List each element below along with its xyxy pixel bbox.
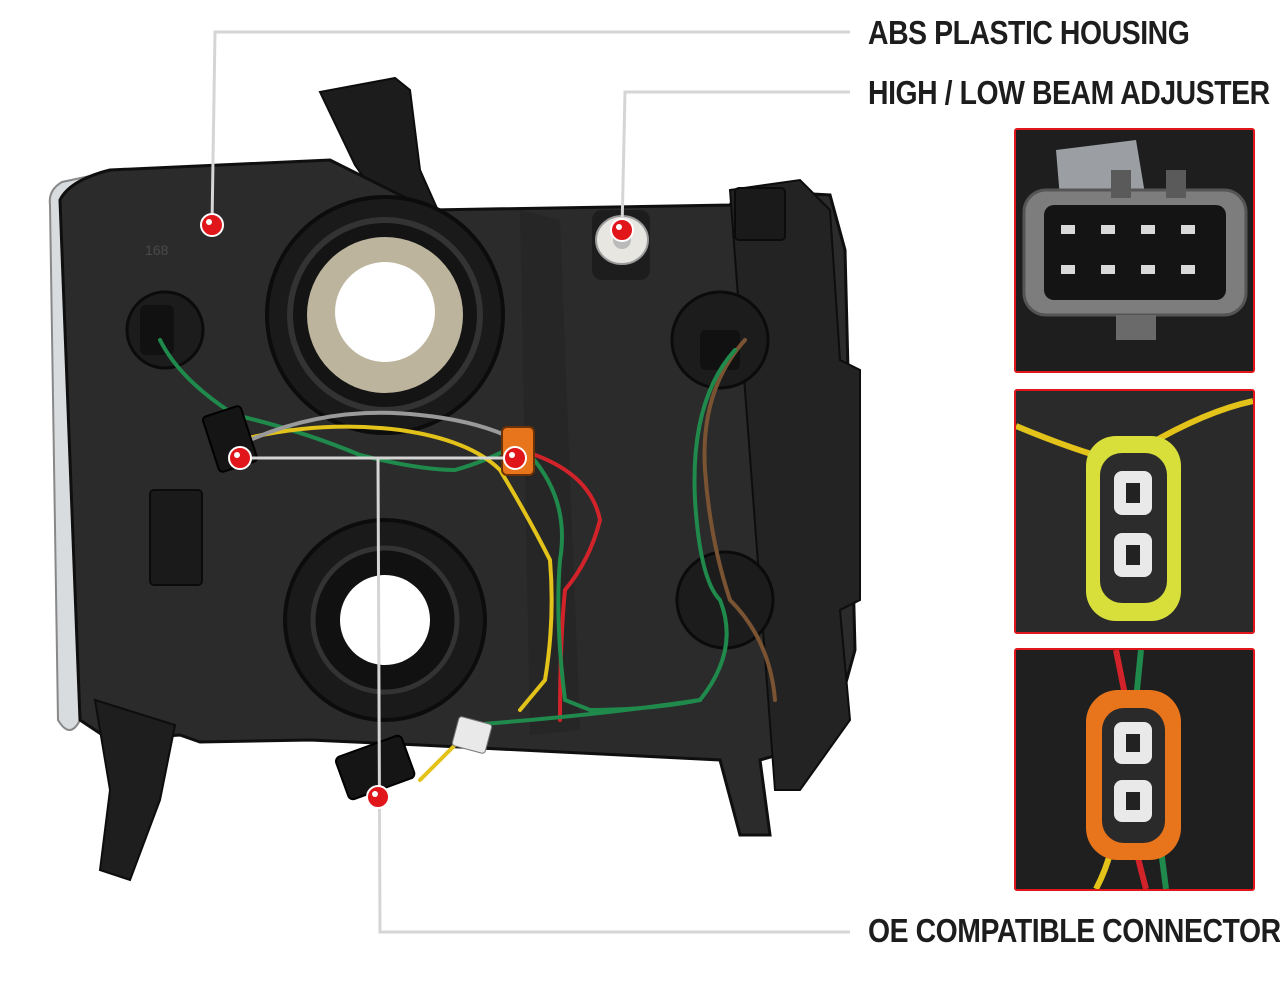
bracket-tab <box>734 187 786 241</box>
headlight-back-view: 168 <box>48 30 861 934</box>
vent-cap <box>149 489 203 586</box>
inset-yellow-connector <box>1014 389 1255 634</box>
low-beam-socket <box>283 518 487 722</box>
inset-8-pin-connector <box>1014 128 1255 373</box>
marker-housing <box>200 213 224 237</box>
marker-adjuster <box>610 218 634 242</box>
wiring-harness <box>158 338 777 782</box>
mounting-bracket-top <box>318 76 442 216</box>
abs-plastic-housing-label: ABS PLASTIC HOUSING <box>868 14 1190 51</box>
callout-markers <box>200 213 634 809</box>
marker-connector-orange <box>503 446 527 470</box>
beam-adjuster-label: HIGH / LOW BEAM ADJUSTER <box>868 74 1270 111</box>
oe-connectors-label: OE COMPATIBLE CONNECTORS <box>868 912 1280 949</box>
harness-connector-white <box>451 716 493 754</box>
callout-lines <box>210 30 850 934</box>
housing-mark: 168 <box>145 242 169 258</box>
marker-connector-left <box>228 446 252 470</box>
mounting-foot-left <box>93 698 177 882</box>
marker-connector-bottom <box>366 785 390 809</box>
high-beam-socket <box>265 195 505 435</box>
inset-orange-connector <box>1014 648 1255 891</box>
